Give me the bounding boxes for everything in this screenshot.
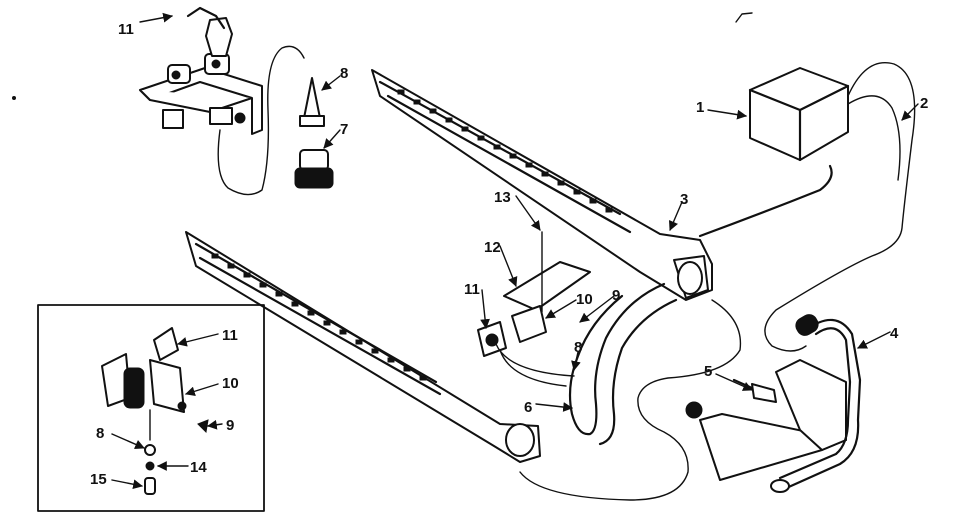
inset-callout-9: 9 — [226, 417, 234, 434]
upper-burner — [371, 69, 713, 301]
callout-6: 6 — [524, 399, 532, 416]
electrode-lead-wire — [217, 45, 305, 196]
ignition-control-module — [748, 67, 850, 162]
callout-11-top: 11 — [118, 21, 134, 38]
lower-harness-loop — [519, 299, 742, 501]
callout-9: 9 — [612, 287, 620, 304]
wiring-harness — [764, 62, 916, 352]
connector-assembly — [685, 378, 777, 419]
inset-callout-14: 14 — [190, 459, 207, 476]
orifice-fitting — [294, 149, 334, 189]
callout-leaders — [111, 12, 919, 490]
callout-8-orifice: 8 — [340, 65, 348, 82]
stray-dot — [12, 96, 16, 100]
callout-5: 5 — [704, 363, 712, 380]
callout-3: 3 — [680, 191, 688, 208]
module-lead-wire — [698, 164, 833, 238]
support-handle — [699, 314, 862, 493]
callout-2: 2 — [920, 95, 928, 112]
inset-callout-15: 15 — [90, 471, 107, 488]
callout-1: 1 — [696, 99, 704, 116]
stray-mark — [735, 12, 753, 23]
callout-11-pilot: 11 — [464, 281, 480, 298]
callout-8-pilot: 8 — [574, 339, 582, 356]
callout-4: 4 — [890, 325, 899, 342]
burner-manifold-tube-inner — [598, 298, 678, 446]
inset-callout-8: 8 — [96, 425, 104, 442]
lower-burner — [185, 231, 541, 463]
inset-pilot-detail — [101, 327, 209, 495]
inset-callout-10: 10 — [222, 375, 239, 392]
wiring-harness-branch — [847, 95, 901, 181]
burner-manifold-tube — [568, 282, 666, 436]
orifice-spud — [299, 77, 325, 127]
inset-detail-frame — [37, 304, 265, 512]
callout-13: 13 — [494, 189, 511, 206]
inset-callout-11: 11 — [222, 327, 238, 344]
callout-10: 10 — [576, 291, 593, 308]
electrode-bracket-assembly — [139, 6, 263, 135]
callout-12: 12 — [484, 239, 501, 256]
pilot-assembly — [477, 231, 591, 387]
callout-7: 7 — [340, 121, 348, 138]
